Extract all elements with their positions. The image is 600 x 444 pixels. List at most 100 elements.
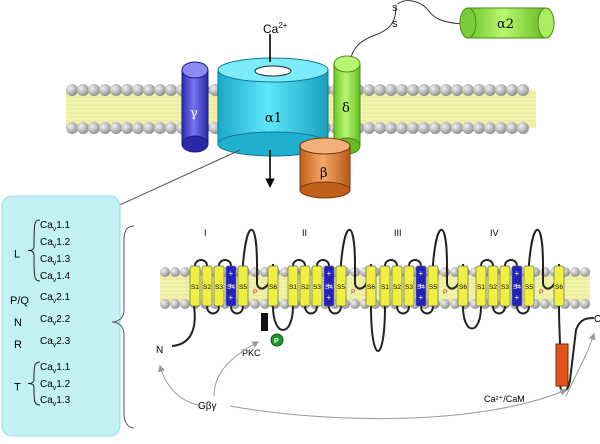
lipid-head <box>374 84 386 96</box>
segment-label: S3 <box>405 284 413 291</box>
segment-s2 <box>391 265 403 307</box>
voltage-sensor-charge: + <box>229 293 234 302</box>
lipid-head <box>396 84 408 96</box>
gbg-label: Gβγ <box>198 401 217 412</box>
alpha2-subunit: α2 <box>459 7 555 39</box>
domain-label-III: III <box>394 228 402 238</box>
domain-label-I: I <box>204 228 207 238</box>
subtype-item: Cav1.1 <box>40 362 71 375</box>
lipid-head <box>110 84 122 96</box>
lipid-head <box>396 122 408 134</box>
segment-label: S1 <box>191 284 199 291</box>
lipid-head <box>250 299 260 309</box>
pkc-region <box>261 313 268 331</box>
segment-s5 <box>335 265 347 307</box>
subtype-item: Cav2.1 <box>40 292 71 305</box>
segment-s6 <box>457 265 469 307</box>
family-label-T: T <box>14 382 21 394</box>
segment-s4 <box>225 265 237 307</box>
segment-label: S6 <box>367 284 375 291</box>
lipid-head <box>170 267 180 277</box>
segment-label: S2 <box>393 284 401 291</box>
segment-label: S5 <box>525 284 533 291</box>
lipid-head <box>385 122 397 134</box>
segment-s4 <box>511 265 523 307</box>
pore-loop-label: P <box>539 289 543 296</box>
voltage-sensor-charge: + <box>419 281 424 290</box>
voltage-sensor-charge: + <box>515 281 520 290</box>
lipid-head <box>580 267 590 277</box>
lipid-head <box>143 84 155 96</box>
cam-binding-site <box>555 343 569 387</box>
family-label-R: R <box>14 339 22 351</box>
c-terminus-label: C <box>594 314 600 325</box>
subtype-item: Cav1.2 <box>40 237 71 250</box>
subtype-item: Cav1.2 <box>40 379 71 392</box>
segment-s2 <box>487 265 499 307</box>
family-label-L: L <box>14 249 20 261</box>
voltage-sensor-charge: + <box>515 269 520 278</box>
lipid-head <box>132 84 144 96</box>
family-label-N: N <box>14 317 22 329</box>
ion-label: Ca2+ <box>263 21 288 36</box>
lipid-head <box>418 122 430 134</box>
pore-loop-label: P <box>443 289 447 296</box>
lipid-head <box>495 84 507 96</box>
segment-s1 <box>287 265 299 307</box>
pkc-label: PKC <box>242 348 261 358</box>
segment-label: S4 <box>227 284 235 291</box>
lipid-head <box>99 84 111 96</box>
domain-label-IV: IV <box>490 228 499 238</box>
subtype-item: Cav2.3 <box>40 336 71 349</box>
segment-s3 <box>403 265 415 307</box>
beta-subunit: β <box>299 137 351 199</box>
subtype-item: Cav1.4 <box>40 271 71 284</box>
lipid-head <box>473 122 485 134</box>
segment-label: S4 <box>325 284 333 291</box>
segment-s6 <box>553 265 565 307</box>
voltage-sensor-charge: + <box>327 281 332 290</box>
lipid-head <box>170 299 180 309</box>
segment-s5 <box>237 265 249 307</box>
family-label-PQ: P/Q <box>10 295 29 307</box>
lipid-head <box>280 267 290 277</box>
gamma-subunit: γ <box>181 61 209 153</box>
lipid-head <box>429 84 441 96</box>
lipid-head <box>473 84 485 96</box>
gbg-arrow-to-n <box>158 364 199 406</box>
zoom-connector <box>99 149 241 215</box>
lipid-head <box>540 267 550 277</box>
segment-s6 <box>267 265 279 307</box>
lipid-head <box>154 84 166 96</box>
segment-s6 <box>365 265 377 307</box>
segment-s1 <box>475 265 487 307</box>
segment-s1 <box>189 265 201 307</box>
segment-label: S2 <box>301 284 309 291</box>
lipid-head <box>440 267 450 277</box>
alpha2-label: α2 <box>497 17 514 32</box>
segment-label: S1 <box>381 284 389 291</box>
segment-s3 <box>499 265 511 307</box>
segment-s4 <box>415 265 427 307</box>
segment-label: S5 <box>429 284 437 291</box>
disulfide-link <box>349 0 463 63</box>
lipid-head <box>88 122 100 134</box>
segment-label: S4 <box>417 284 425 291</box>
lipid-head <box>350 299 360 309</box>
lipid-head <box>66 122 78 134</box>
lipid-head <box>110 122 122 134</box>
disulfide-label-1: S <box>392 4 397 13</box>
voltage-sensor-charge: + <box>419 293 424 302</box>
segment-label: S6 <box>459 284 467 291</box>
segment-label: S1 <box>477 284 485 291</box>
lipid-head <box>160 299 170 309</box>
lipid-head <box>99 122 111 134</box>
gbg-arrow-to-linker <box>213 341 260 397</box>
lipid-head <box>407 122 419 134</box>
lipid-head <box>462 122 474 134</box>
lipid-head <box>363 84 375 96</box>
subtype-item: Cav1.1 <box>40 220 71 233</box>
